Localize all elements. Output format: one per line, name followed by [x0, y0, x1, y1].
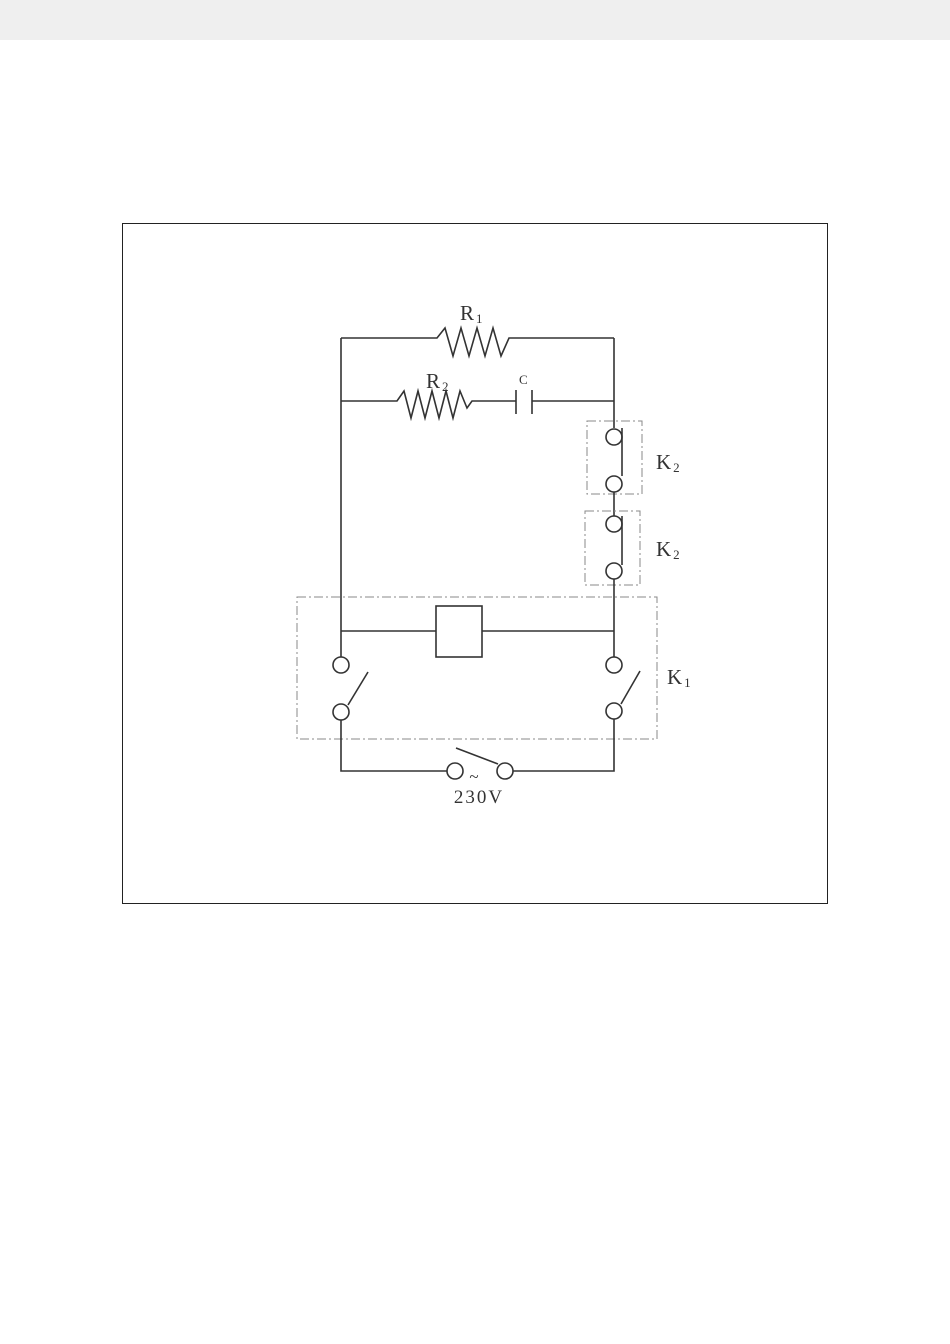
k1-right-terminal-top [606, 657, 622, 673]
r2-branch-wire [341, 391, 516, 418]
k2-lower-terminal-bottom [606, 563, 622, 579]
supply-voltage-label: 230V [454, 787, 504, 808]
relay-coil [436, 606, 482, 657]
k1-left-terminal-top [333, 657, 349, 673]
k1-right-terminal-bottom [606, 703, 622, 719]
supply-terminal-left [447, 763, 463, 779]
supply-loop-wire [341, 719, 614, 771]
k2-upper-terminal-top [606, 429, 622, 445]
k2-upper-terminal-bottom [606, 476, 622, 492]
ac-symbol: ~ [469, 767, 478, 786]
capacitor-label: C [519, 372, 528, 387]
k1-right-switch-blade [621, 671, 640, 704]
capacitor-c [516, 390, 532, 414]
supply-switch-blade [456, 748, 498, 764]
k1-left-terminal-bottom [333, 704, 349, 720]
r1-branch-wire [341, 328, 614, 356]
k1-left-switch-blade [348, 672, 368, 705]
supply-terminal-right [497, 763, 513, 779]
k2-lower-terminal-top [606, 516, 622, 532]
